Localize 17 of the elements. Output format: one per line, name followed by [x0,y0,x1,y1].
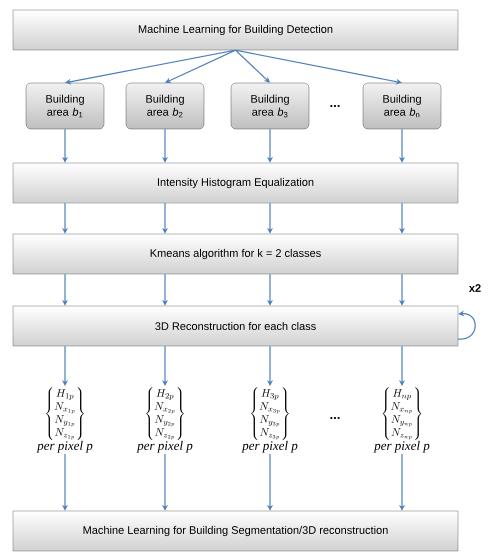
vector-formula: $\begin{Bmatrix}H_{2p}\\N_{x_{2p}}\\N_{y_{2p}}\\N_{z_{2p}}\end{Bmatrix}$ per pixel p [136,387,192,453]
process-box: Kmeans algorithm for k = 2 classes [12,234,458,274]
arrow [235,50,270,83]
vector-formula: $\begin{Bmatrix}H_{np}\\N_{x_{np}}\\N_{y_{np}}\\N_{z_{np}}\end{Bmatrix}$ per pixel p [373,387,430,453]
process-box: Intensity Histogram Equalization [12,162,458,204]
rounded-box: Building area b$_{n}$ [362,82,442,130]
rounded-box: Building area b$_{1}$ [26,82,104,130]
ellipsis: ... [330,417,340,419]
vector-formula: $\begin{Bmatrix}H_{1p}\\N_{x_{1p}}\\N_{y_{1p}}\\N_{z_{1p}}\end{Bmatrix}$ per pixel p [36,387,92,453]
rounded-box: Building area b$_{3}$ [230,82,310,130]
process-box: Machine Learning for Building Segmentation/3D reconstruction [12,510,458,552]
edge-label: x2 [468,284,481,292]
process-box: Machine Learning for Building Detection [12,10,458,50]
ellipsis: ... [330,105,340,107]
process-box: 3D Reconstruction for each class [12,306,458,346]
vector-formula: $\begin{Bmatrix}H_{3p}\\N_{x_{3p}}\\N_{y_{3p}}\\N_{z_{3p}}\end{Bmatrix}$ per pixel p [241,387,298,453]
rounded-box: Building area b$_{2}$ [126,82,204,130]
